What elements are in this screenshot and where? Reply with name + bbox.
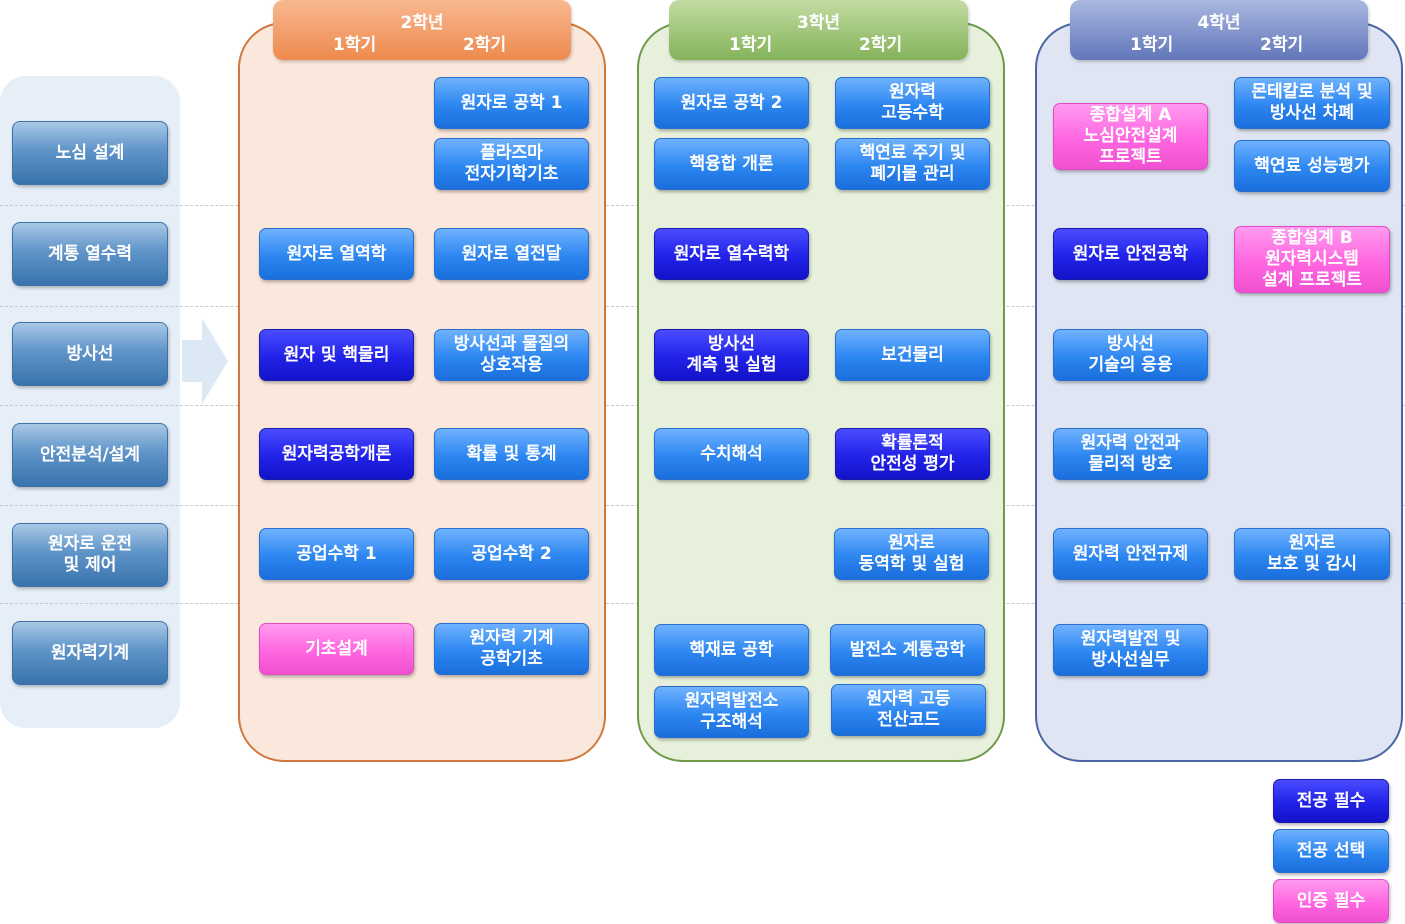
category-radiation: 방사선	[12, 322, 168, 386]
legend-certification: 인증 필수	[1273, 879, 1389, 923]
category-core-design: 노심 설계	[12, 121, 168, 185]
course-box: 종합설계 A 노심안전설계 프로젝트	[1053, 103, 1208, 170]
category-safety-analysis: 안전분석/설계	[12, 423, 168, 487]
year-title: 4학년	[1197, 13, 1241, 33]
category-nuclear-mechanical: 원자력기계	[12, 621, 168, 685]
course-box: 몬테칼로 분석 및 방사선 차폐	[1234, 77, 1390, 129]
arrow-right-icon	[182, 318, 228, 404]
course-box: 확률 및 통계	[434, 428, 589, 480]
category-thermal-hydraulics: 계통 열수력	[12, 222, 168, 286]
course-box: 원자로 보호 및 감시	[1234, 528, 1390, 580]
course-box: 원자력 고등수학	[835, 77, 990, 129]
course-box: 방사선 기술의 응용	[1053, 329, 1208, 381]
course-box: 확률론적 안전성 평가	[835, 428, 990, 480]
legend-elective: 전공 선택	[1273, 829, 1389, 873]
course-box: 핵연료 성능평가	[1234, 140, 1390, 192]
semester-2-label: 2학기	[1260, 35, 1304, 55]
course-box: 원자력 안전규제	[1053, 528, 1208, 580]
course-box: 원자력발전소 구조해석	[654, 686, 809, 738]
course-box: 원자로 열역학	[259, 228, 414, 280]
course-box: 보건물리	[835, 329, 990, 381]
course-box: 원자로 공학 2	[654, 77, 809, 129]
course-box: 기초설계	[259, 623, 414, 675]
course-box: 방사선 계측 및 실험	[654, 329, 809, 381]
course-box: 원자력공학개론	[259, 428, 414, 480]
course-box: 종합설계 B 원자력시스템 설계 프로젝트	[1234, 226, 1390, 293]
course-box: 발전소 계통공학	[830, 624, 985, 676]
course-box: 수치해석	[654, 428, 809, 480]
course-box: 원자로 열전달	[434, 228, 589, 280]
year-title: 2학년	[400, 13, 444, 33]
course-box: 원자력 안전과 물리적 방호	[1053, 428, 1208, 480]
course-box: 원자로 동역학 및 실험	[834, 528, 989, 580]
course-box: 공업수학 1	[259, 528, 414, 580]
course-box: 핵융합 개론	[654, 138, 809, 190]
category-reactor-operation: 원자로 운전 및 제어	[12, 523, 168, 587]
semester-2-label: 2학기	[463, 35, 507, 55]
semester-2-label: 2학기	[859, 35, 903, 55]
course-box: 핵연료 주기 및 폐기물 관리	[835, 138, 990, 190]
year4-header: 4학년 1학기 2학기	[1070, 0, 1368, 60]
course-box: 핵재료 공학	[654, 624, 809, 676]
course-box: 원자 및 핵물리	[259, 329, 414, 381]
course-box: 원자로 안전공학	[1053, 228, 1208, 280]
course-box: 플라즈마 전자기학기초	[434, 138, 589, 190]
semester-1-label: 1학기	[1130, 35, 1174, 55]
year-title: 3학년	[796, 13, 841, 33]
year2-header: 2학년 1학기 2학기	[273, 0, 571, 60]
year3-header: 3학년 1학기 2학기	[669, 0, 968, 60]
course-box: 원자로 공학 1	[434, 77, 589, 129]
course-box: 원자력 기계 공학기초	[434, 623, 589, 675]
legend-required: 전공 필수	[1273, 779, 1389, 823]
semester-1-label: 1학기	[729, 35, 773, 55]
course-box: 방사선과 물질의 상호작용	[434, 329, 589, 381]
course-box: 원자력발전 및 방사선실무	[1053, 624, 1208, 676]
course-box: 공업수학 2	[434, 528, 589, 580]
course-box: 원자로 열수력학	[654, 228, 809, 280]
semester-1-label: 1학기	[333, 35, 377, 55]
course-box: 원자력 고등 전산코드	[831, 684, 986, 736]
